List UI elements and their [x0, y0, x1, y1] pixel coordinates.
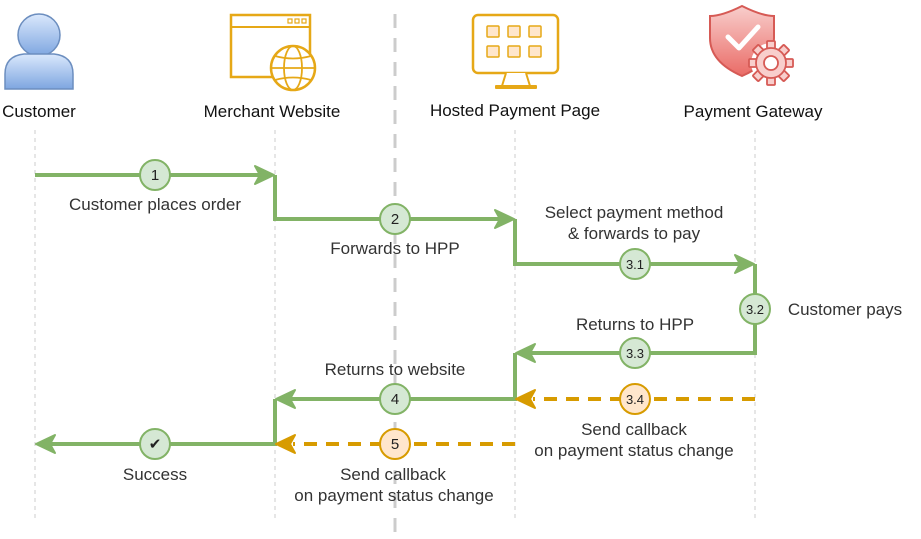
flow-step-2-line — [273, 175, 499, 221]
step-label-success: Success — [123, 465, 187, 484]
monitor-grid-icon — [471, 13, 560, 89]
browser-globe-icon — [229, 13, 317, 92]
step-label-5-line1: Send callback — [340, 465, 446, 484]
step-label-2: Forwards to HPP — [330, 239, 459, 258]
step-label-3-2: Customer pays — [788, 300, 902, 319]
step-label-3-4-line1: Send callback — [581, 420, 687, 439]
badge-text-3-4: 3.4 — [626, 392, 644, 407]
badge-text-5: 5 — [391, 436, 399, 453]
actor-label-merchant: Merchant Website — [204, 102, 341, 121]
arrowhead-success — [35, 434, 56, 454]
arrowhead-step-3-1 — [734, 254, 755, 274]
person-icon — [4, 13, 74, 90]
arrowhead-step-4 — [275, 389, 296, 409]
flow-arrowheads — [35, 165, 755, 454]
step-badge-1: 1 — [139, 159, 171, 191]
arrowhead-step-2 — [494, 209, 515, 229]
step-label-3-1-line2: & forwards to pay — [568, 224, 701, 243]
actor-label-hpp: Hosted Payment Page — [430, 101, 600, 120]
badge-text-3-1: 3.1 — [626, 257, 644, 272]
step-label-4: Returns to website — [325, 360, 466, 379]
flow-step-3-1-line — [513, 219, 739, 266]
step-label-1: Customer places order — [69, 195, 241, 214]
step-badge-2: 2 — [379, 203, 411, 235]
actor-label-customer: Customer — [2, 102, 76, 121]
arrowhead-step-3-3 — [515, 343, 536, 363]
badge-text-2: 2 — [391, 211, 399, 228]
step-label-3-3: Returns to HPP — [576, 315, 694, 334]
step-badge-3-4: 3.4 — [619, 383, 651, 415]
badge-text-3-2: 3.2 — [746, 302, 764, 317]
arrowhead-callback-3-4 — [515, 389, 536, 409]
badge-text-3-3: 3.3 — [626, 346, 644, 361]
arrowhead-callback-5 — [275, 434, 296, 454]
actor-label-gateway: Payment Gateway — [684, 102, 823, 121]
step-label-5-line2: on payment status change — [294, 486, 493, 505]
step-badge-3-1: 3.1 — [619, 248, 651, 280]
step-badge-4: 4 — [379, 383, 411, 415]
step-badge-5: 5 — [379, 428, 411, 460]
step-label-3-1-line1: Select payment method — [545, 203, 724, 222]
badge-text-4: 4 — [391, 391, 399, 408]
step-badge-3-2: 3.2 — [739, 293, 771, 325]
badge-text-1: 1 — [151, 167, 159, 184]
checkmark-icon: ✔ — [149, 436, 162, 453]
step-badge-3-3: 3.3 — [619, 337, 651, 369]
shield-gear-icon — [709, 4, 794, 86]
step-label-3-4-line2: on payment status change — [534, 441, 733, 460]
arrowhead-step-1 — [254, 165, 275, 185]
callback-arrowheads — [275, 389, 536, 454]
step-badge-success: ✔ — [139, 428, 171, 460]
